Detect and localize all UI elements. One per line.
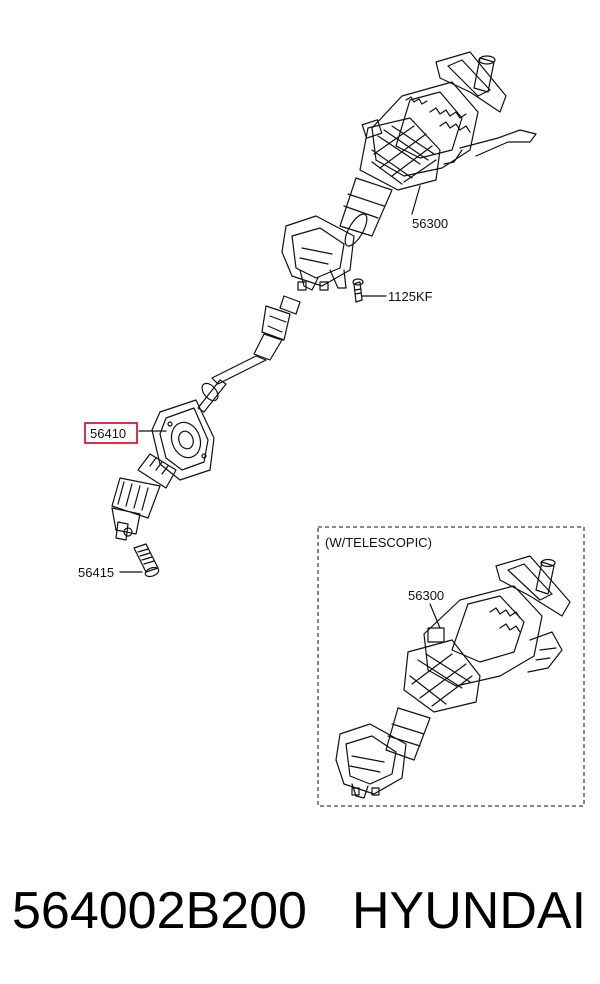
inset-title: (W/TELESCOPIC) — [325, 535, 432, 550]
label-1125kf: 1125KF — [388, 289, 433, 304]
telescopic-column — [335, 555, 571, 799]
brand-name: HYUNDAI — [352, 882, 587, 940]
inset-frame — [317, 526, 585, 807]
leader-56300 — [411, 185, 421, 215]
inset-label-56300: 56300 — [408, 588, 444, 603]
intermediate-shaft — [197, 295, 301, 413]
label-56300: 56300 — [412, 216, 448, 231]
bolt-1125kf — [352, 278, 364, 303]
steering-column-main — [281, 51, 537, 291]
label-56410: 56410 — [90, 426, 126, 441]
label-56415: 56415 — [78, 565, 114, 580]
highlight-box-56410 — [84, 422, 138, 444]
part-number: 564002B200 — [12, 882, 307, 940]
bolt-56415 — [133, 543, 160, 578]
shaft-flange-assembly — [111, 399, 215, 541]
